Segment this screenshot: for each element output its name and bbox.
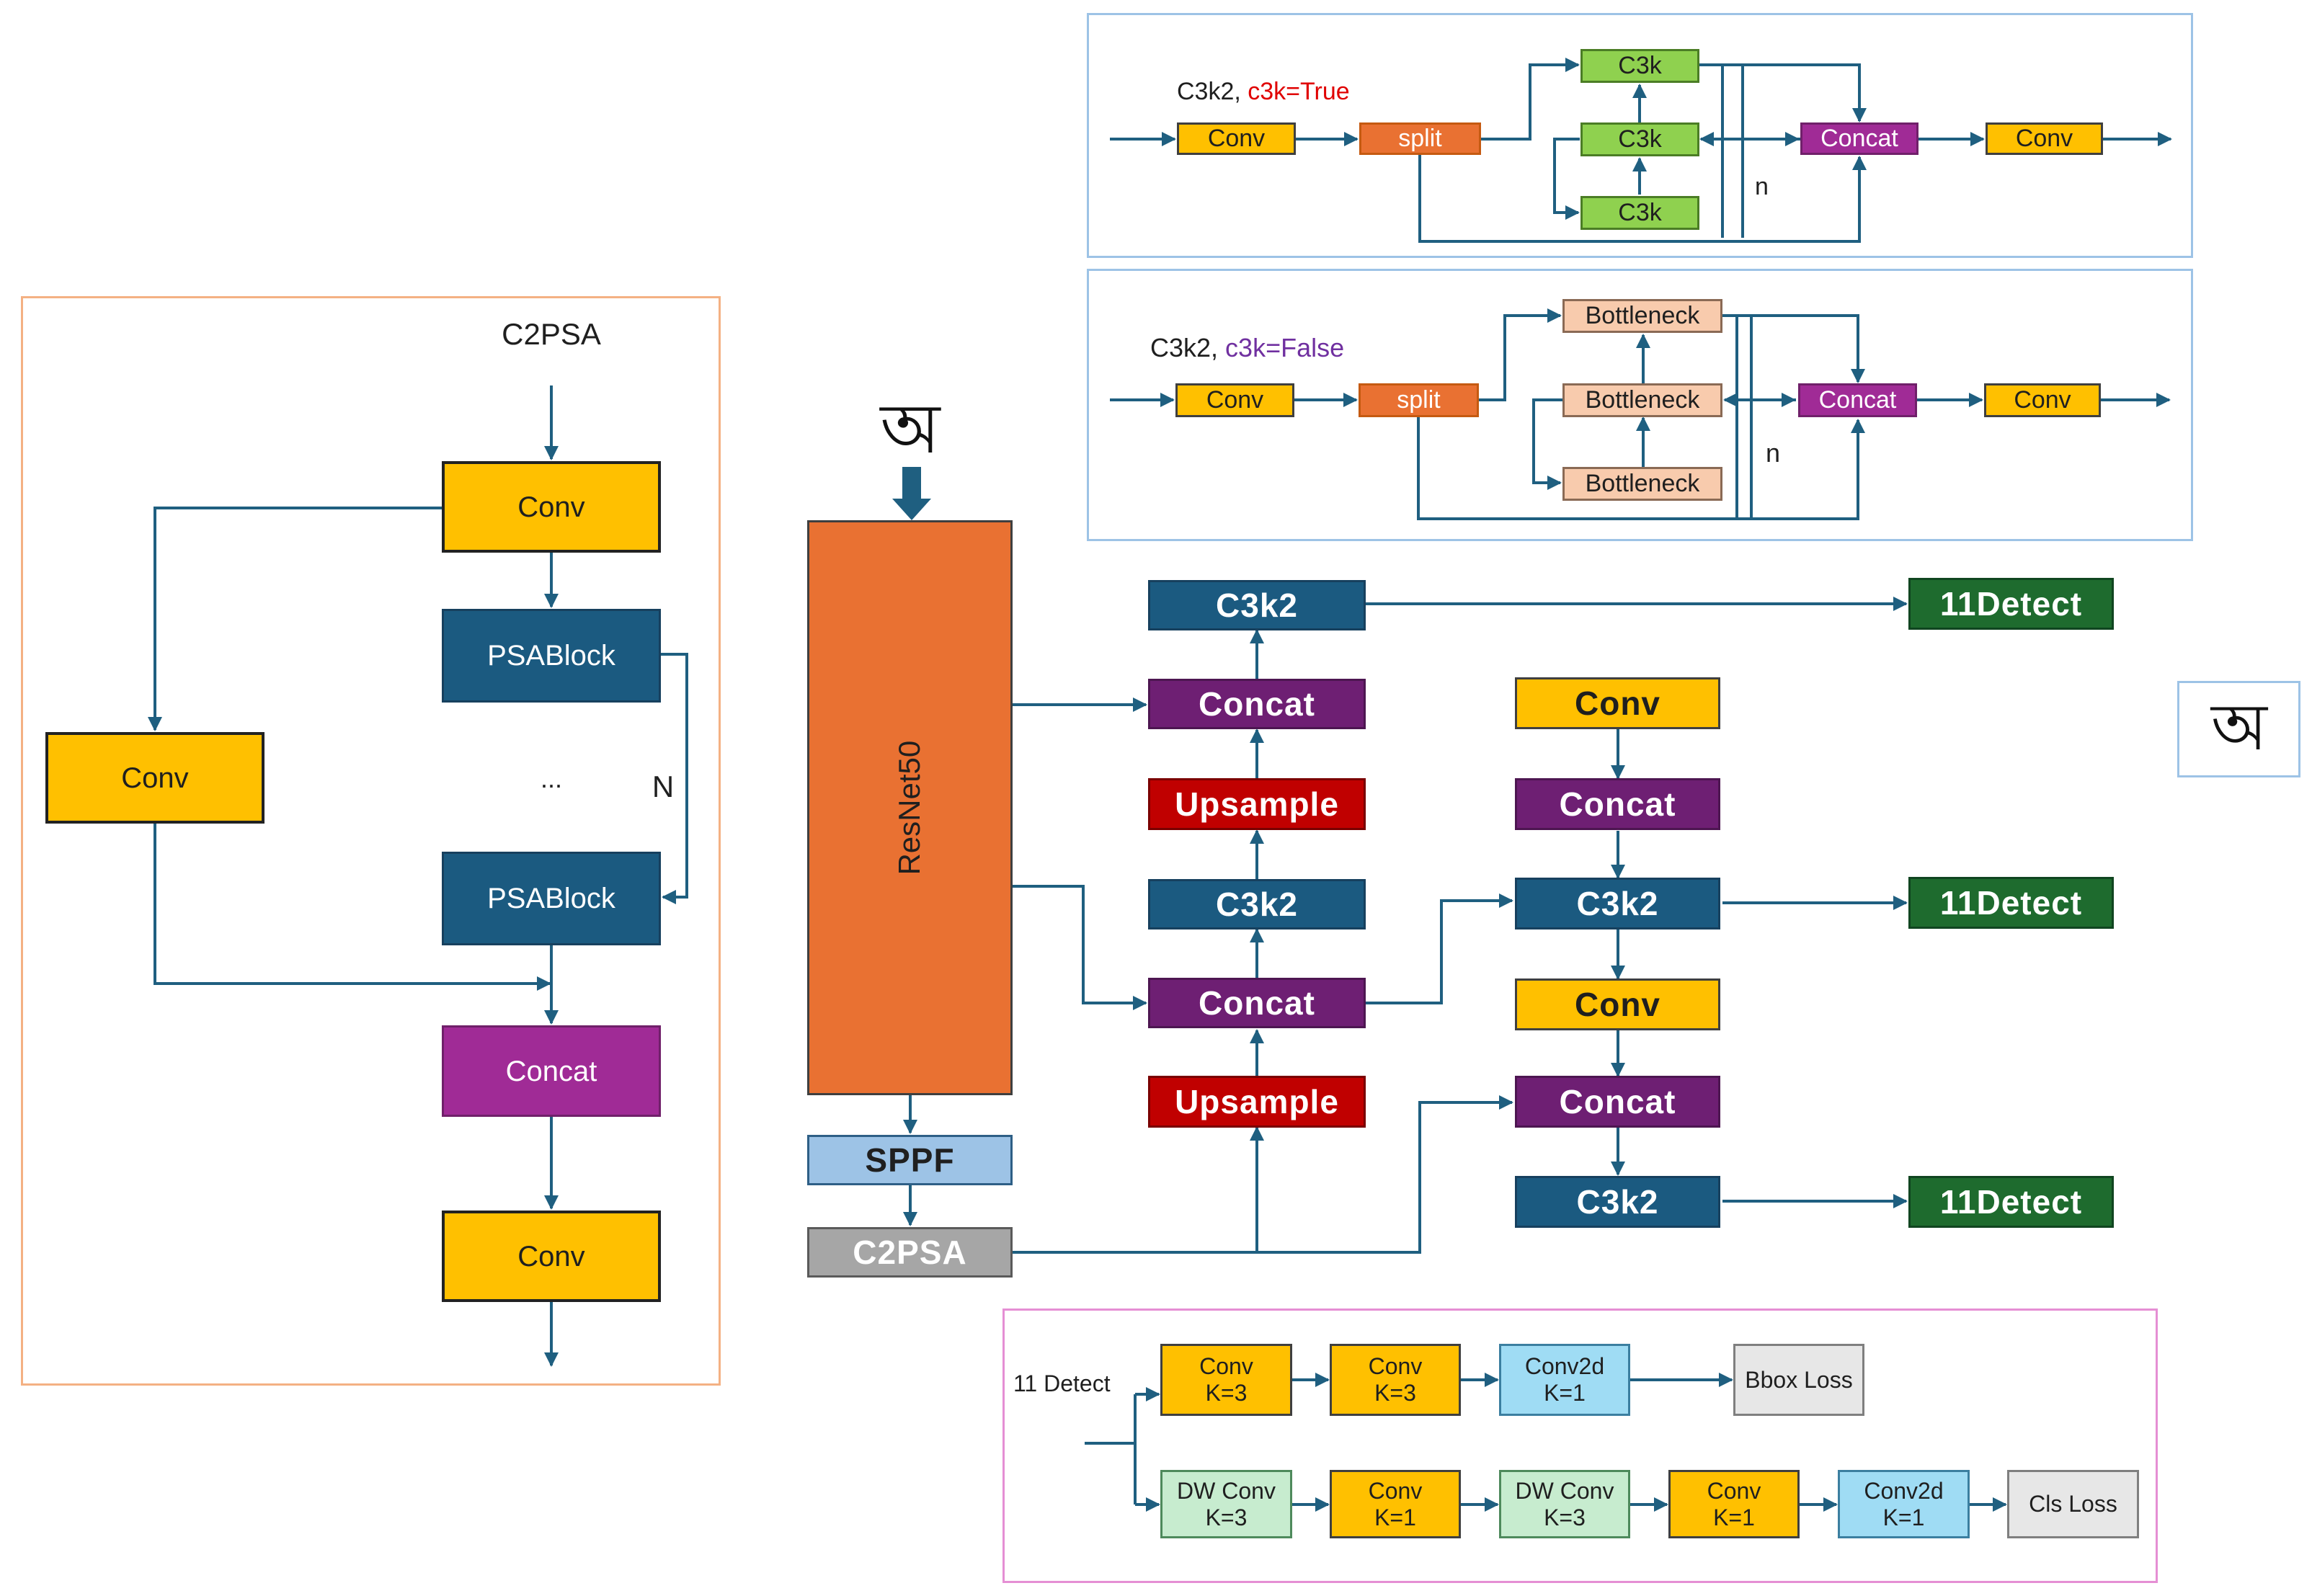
c3k2-false-conv-in: Conv: [1175, 383, 1294, 417]
c3k2-false-conv-out: Conv: [1984, 383, 2101, 417]
sppf-block: SPPF: [807, 1135, 1013, 1185]
col2-concat-top: Concat: [1515, 778, 1720, 830]
c2psa-panel-title: C2PSA: [502, 317, 601, 351]
c3k2-true-title-prefix: C3k2,: [1177, 78, 1248, 105]
c2psa-conv-top: Conv: [442, 461, 661, 553]
col1-concat-mid: Concat: [1148, 978, 1366, 1028]
c3k2-false-panel: [1087, 269, 2193, 541]
c2psa-side-conv: Conv: [45, 732, 264, 824]
col1-upsample-bot: Upsample: [1148, 1076, 1366, 1128]
c3k2-false-repeat-label: n: [1766, 438, 1781, 468]
output-glyph: অ: [2211, 690, 2267, 765]
edge-conv-to-side-conv: [148, 507, 442, 731]
c3k-mid: C3k: [1580, 122, 1699, 156]
detect-panel-input-label: 11 Detect: [1013, 1370, 1111, 1396]
bottleneck-top: Bottleneck: [1562, 299, 1722, 333]
c3k2-true-repeat-label: n: [1755, 173, 1769, 200]
detect-head-1: 11Detect: [1908, 578, 2114, 630]
c3k2-true-concat: Concat: [1800, 122, 1918, 155]
col2-c3k2-bot: C3k2: [1515, 1176, 1720, 1228]
edge-true-split-bypass: [1418, 155, 1867, 243]
edge-side-conv-to-concat: [154, 824, 551, 991]
col2-conv-top: Conv: [1515, 677, 1720, 729]
psablock-2: PSABlock: [442, 852, 661, 945]
col1-c3k2-mid: C3k2: [1148, 879, 1366, 929]
edge-false-top-concat: [1722, 314, 1865, 383]
edge-true-loop: [1553, 138, 1580, 220]
c3k2-true-conv-out: Conv: [1986, 122, 2103, 155]
detect-panel: [1002, 1309, 2158, 1583]
resnet50-label: ResNet50: [892, 740, 927, 875]
col2-c3k2-mid: C3k2: [1515, 878, 1720, 929]
resnet50-backbone: ResNet50: [807, 520, 1013, 1095]
edge-resnet-concat-mid: [1013, 885, 1147, 1010]
c2psa-concat: Concat: [442, 1025, 661, 1117]
c3k2-false-title-prefix: C3k2,: [1150, 333, 1226, 362]
c3k2-true-title: C3k2, c3k=True: [1177, 78, 1350, 106]
c3k2-false-split: split: [1359, 383, 1479, 417]
output-glyph-frame: [2177, 681, 2300, 777]
col1-concat-top: Concat: [1148, 679, 1366, 729]
c2psa-conv-bottom: Conv: [442, 1211, 661, 1302]
c3k2-true-panel: [1087, 13, 2193, 258]
edge-psablock-repeat: [659, 653, 688, 904]
col1-upsample-top: Upsample: [1148, 778, 1366, 830]
detect-row1-conv-k3-a: Conv K=3: [1160, 1344, 1292, 1416]
detect-row2-dwconv-k3-a: DW Conv K=3: [1160, 1470, 1292, 1538]
c2psa-block: C2PSA: [807, 1227, 1013, 1278]
psablock-1: PSABlock: [442, 609, 661, 703]
c2psa-panel: [21, 296, 721, 1386]
input-arrow-head: [892, 499, 931, 520]
detect-row2-conv-k1-a: Conv K=1: [1330, 1470, 1461, 1538]
input-glyph: অ: [880, 388, 941, 469]
edge-true-c3k-top-concat: [1699, 63, 1867, 122]
detect-row2-dwconv-k3-b: DW Conv K=3: [1499, 1470, 1630, 1538]
detect-row2-conv2d-k1: Conv2d K=1: [1838, 1470, 1970, 1538]
detect-row2-conv-k1-b: Conv K=1: [1668, 1470, 1800, 1538]
c3k2-true-title-flag: c3k=True: [1248, 78, 1350, 105]
edge-false-loop: [1532, 398, 1562, 490]
detect-bbox-loss: Bbox Loss: [1733, 1344, 1864, 1416]
edge-concat-mid-c3k2-right: [1366, 893, 1513, 1004]
detect-head-2: 11Detect: [1908, 877, 2114, 929]
c3k2-true-conv-in: Conv: [1177, 122, 1296, 155]
col2-concat-bot: Concat: [1515, 1076, 1720, 1128]
edge-false-split-bypass: [1417, 416, 1865, 520]
col1-c3k2-top: C3k2: [1148, 580, 1366, 630]
c3k2-false-title-flag: c3k=False: [1225, 333, 1345, 362]
psablock-ellipsis: ...: [540, 764, 562, 793]
c3k2-false-concat: Concat: [1798, 383, 1917, 417]
detect-cls-loss: Cls Loss: [2007, 1470, 2139, 1538]
c3k-bot: C3k: [1580, 196, 1699, 230]
edge-true-split-c3k-top: [1481, 58, 1580, 141]
c3k-top: C3k: [1580, 49, 1699, 83]
col2-conv-mid: Conv: [1515, 978, 1720, 1030]
edge-c2psa-right: [1013, 1095, 1513, 1254]
bottleneck-bot: Bottleneck: [1562, 467, 1722, 501]
edge-false-split-top: [1479, 308, 1562, 401]
detect-row1-conv-k3-b: Conv K=3: [1330, 1344, 1461, 1416]
detect-row1-conv2d-k1: Conv2d K=1: [1499, 1344, 1630, 1416]
psablock-repeat-label: N: [652, 770, 675, 803]
input-arrow-shaft: [902, 467, 921, 503]
bottleneck-mid: Bottleneck: [1562, 383, 1722, 417]
c3k2-true-split: split: [1359, 122, 1481, 155]
c3k2-false-title: C3k2, c3k=False: [1150, 333, 1344, 363]
detect-head-3: 11Detect: [1908, 1176, 2114, 1228]
edge-detect-in: [1085, 1394, 1137, 1504]
